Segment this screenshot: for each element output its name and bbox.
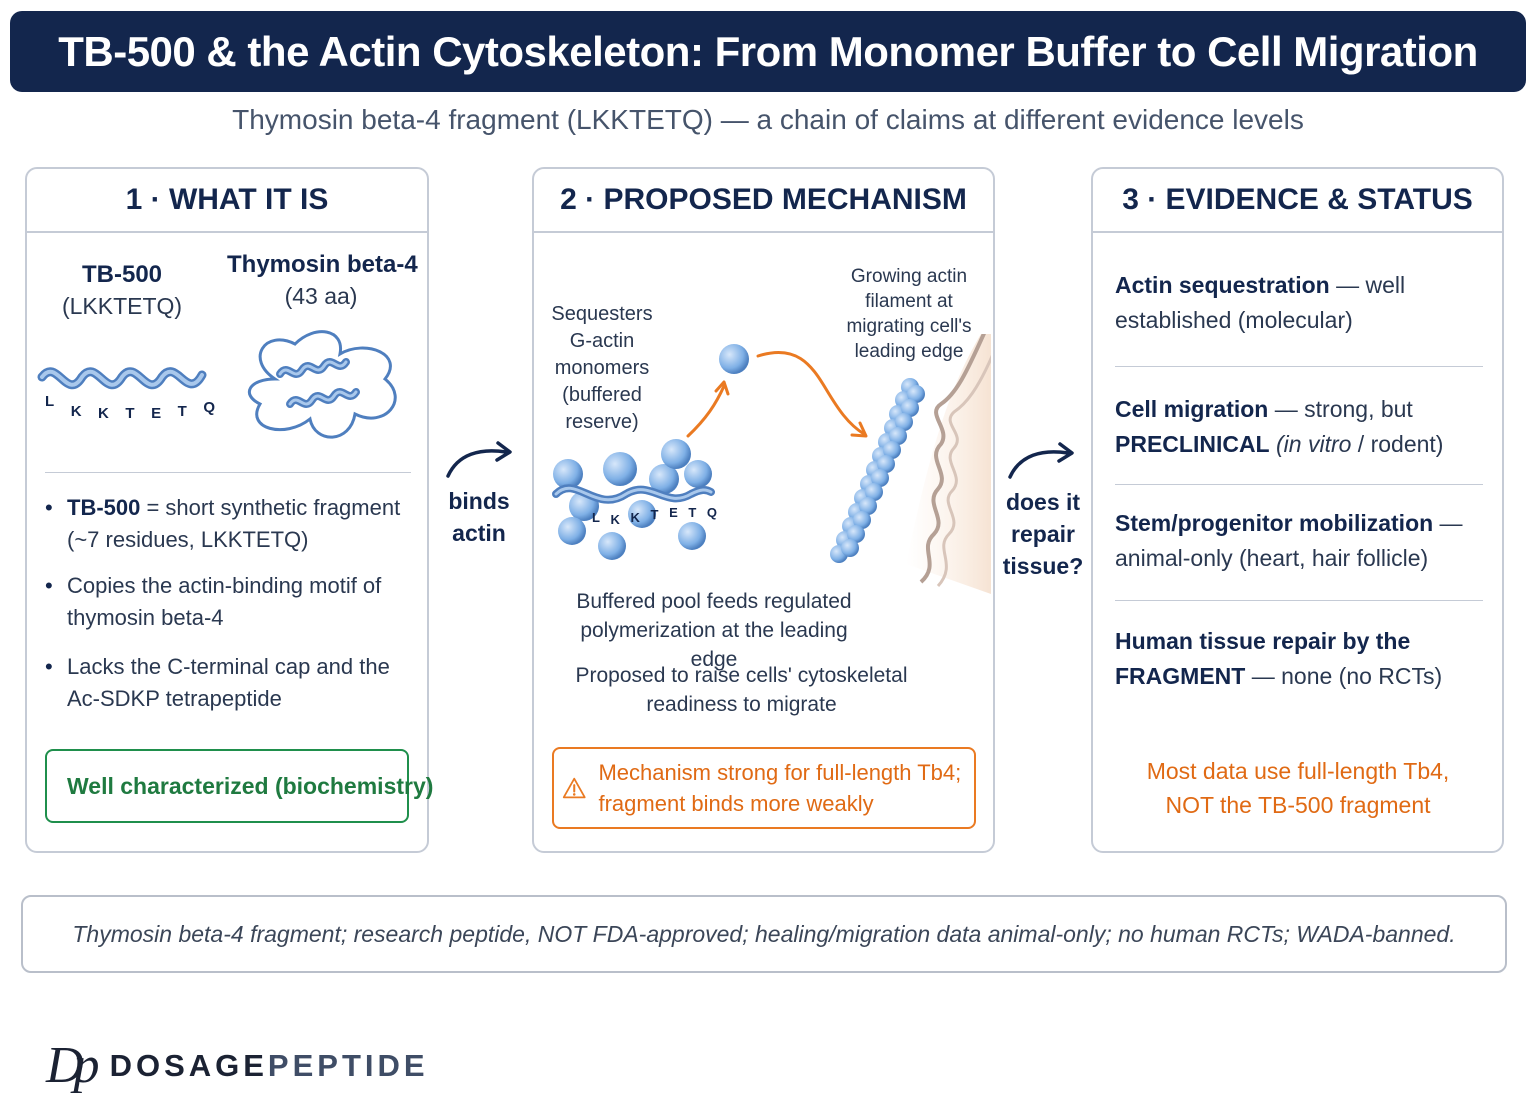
tb4-length: (43 aa) [284,283,358,309]
bullet-item: Copies the actin-binding motif of thymos… [45,570,415,634]
evidence-item: Stem/progenitor mobilization — animal-on… [1115,510,1463,571]
short-helix-icon [37,367,207,390]
panel-what-it-is: 1 · WHAT IT IS TB-500 (LKKTETQ) Thymosin… [25,167,433,853]
footer-disclaimer: Thymosin beta-4 fragment; research pepti… [21,895,1507,973]
sequesters-label: Sequesters G-actin monomers (buffered re… [551,303,653,433]
page-title: TB-500 & the Actin Cytoskeleton: From Mo… [58,27,1478,75]
panel-heading: 1 · WHAT IT IS [27,169,427,233]
folded-protein-icon [247,330,397,439]
sequence-letters: L K K T E T Q [592,505,717,527]
evidence-item: Cell migration — strong, but PRECLINICAL… [1115,396,1444,457]
panel-heading: 2 · PROPOSED MECHANISM [534,169,993,233]
arrow-label-binds-actin: binds actin [448,488,510,546]
title-bar: TB-500 & the Actin Cytoskeleton: From Mo… [10,11,1526,92]
warning-box: Mechanism strong for full-length Tb4; fr… [552,747,976,829]
panel-proposed-mechanism: 2 · PROPOSED MECHANISM Sequesters G-acti… [532,167,995,853]
panel-evidence-status: 3 · EVIDENCE & STATUS Actin sequestratio… [1091,167,1504,853]
pool-caption: Buffered pool feeds regulated polymeriza… [576,590,852,671]
evidence-item: Human tissue repair by the FRAGMENT — no… [1115,628,1443,689]
curved-arrow-icon [1008,442,1074,479]
logo-mark: Dp [46,1037,99,1094]
disclaimer-text: Thymosin beta-4 fragment; research pepti… [72,920,1456,947]
divider [1115,366,1483,367]
arrow-label-repair: does it repair tissue? [1002,489,1084,579]
proposed-caption: Proposed to raise cells' cytoskeletal re… [575,664,908,716]
brand-word-peptide: PEPTIDE [267,1048,429,1083]
mechanism-illustration [552,334,991,594]
sequence-letters: L K K T E T Q [45,393,215,422]
divider [1115,600,1483,601]
warning-text: Mechanism strong for full-length Tb4; fr… [598,760,962,816]
brand-word-dosage: DOSAGE [109,1048,268,1083]
divider [1115,484,1483,485]
evidence-item: Actin sequestration — well established (… [1115,272,1406,333]
status-text: Well characterized (biochemistry) [67,772,434,799]
panel-heading: 3 · EVIDENCE & STATUS [1093,169,1502,233]
subtitle: Thymosin beta-4 fragment (LKKTETQ) — a c… [232,104,1304,135]
brand-logo: Dp DOSAGE PEPTIDE [46,1038,429,1094]
curved-arrow-icon [446,441,512,478]
warning-triangle-icon [562,777,586,799]
tb500-name: TB-500 [81,261,163,288]
tb4-name: Thymosin beta-4 [227,251,418,278]
divider [45,472,411,473]
note-full-length: Most data use full-length Tb4, NOT the T… [1146,758,1450,818]
bullet-item: Lacks the C-terminal cap and the Ac-SDKP… [45,651,415,715]
growing-filament-label: Growing actin filament at migrating cell… [846,266,972,362]
tb500-sequence: (LKKTETQ) [61,293,183,319]
bullet-item: TB-500 = short synthetic fragment (~7 re… [45,492,415,556]
tb4-label: Thymosin beta-4 (43 aa) [227,251,418,310]
status-badge-well-characterized: Well characterized (biochemistry) [45,749,433,823]
tb500-label: TB-500 (LKKTETQ) [47,261,197,320]
